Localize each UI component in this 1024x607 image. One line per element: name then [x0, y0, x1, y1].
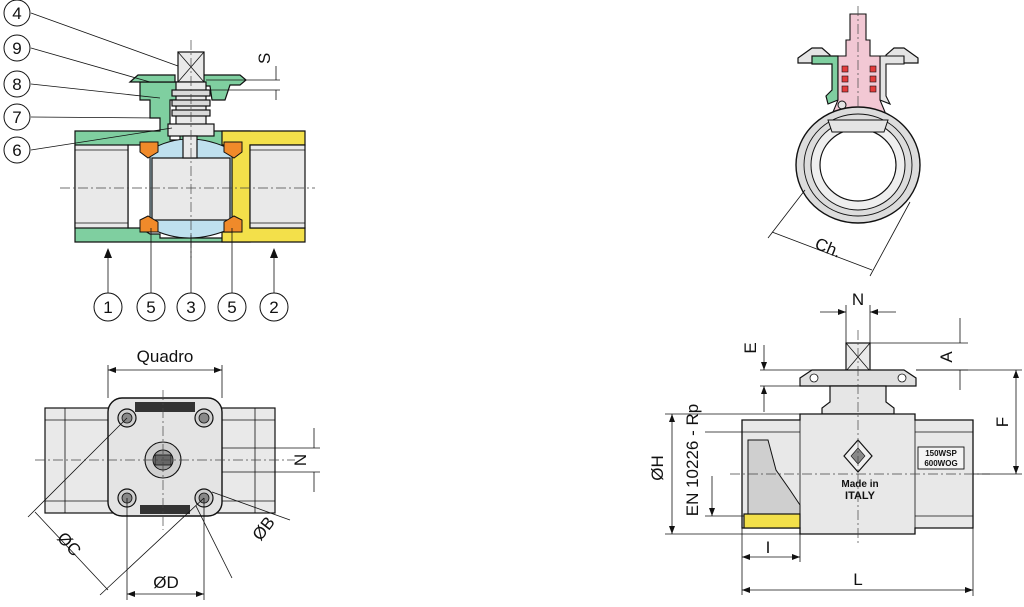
dim-b-label: ØB	[249, 513, 279, 544]
dim-f-label: F	[993, 417, 1012, 427]
callout-6-text: 6	[12, 141, 21, 160]
top-view: Quadro N ØC ØD ØB	[27, 347, 320, 600]
dim-h-label: ØH	[648, 455, 667, 481]
rating-2-text: 600WOG	[924, 459, 957, 468]
callout-8	[3, 70, 31, 98]
dim-a-label: A	[937, 351, 956, 363]
dim-rp-label: EN 10226 - Rp	[683, 404, 702, 516]
dim-d-label: ØD	[153, 573, 179, 592]
stem-tang	[182, 135, 198, 159]
callout-5-right-text: 5	[227, 298, 236, 317]
callout-3-text: 3	[186, 298, 195, 317]
rating-1-text: 150WSP	[925, 449, 957, 458]
body-port-left	[74, 144, 129, 229]
callout-4-text: 4	[12, 4, 21, 23]
callout-5-left-text: 5	[146, 298, 155, 317]
callout-5-right	[217, 292, 247, 322]
end-bore	[819, 128, 897, 202]
callout-5-left	[136, 292, 166, 322]
end-flange-green	[811, 55, 839, 105]
dim-n-top-label: N	[852, 290, 864, 309]
callout-3	[176, 292, 206, 322]
seal-part-5-top-right	[223, 141, 243, 159]
end-view: Ch.	[767, 6, 921, 277]
callout-9	[3, 34, 31, 62]
seal-part-5-top-left	[139, 141, 159, 159]
thread-lines	[75, 149, 305, 224]
dim-quadro-label: Quadro	[137, 347, 194, 366]
top-flange-notch	[135, 402, 195, 412]
made-in-text: Made in	[841, 479, 878, 490]
dim-l-label: L	[853, 570, 862, 589]
callout-7-text: 7	[12, 108, 21, 127]
callout-8-text: 8	[12, 75, 21, 94]
callout-9-text: 9	[12, 39, 21, 58]
seal-part-5-bottom-left	[139, 215, 159, 233]
callout-1-text: 1	[103, 298, 112, 317]
end-port-right	[249, 144, 306, 229]
section-view: S	[60, 40, 315, 258]
country-text: ITALY	[845, 490, 876, 502]
dim-e-label: E	[741, 342, 760, 353]
dim-n-side-label: N	[291, 454, 310, 466]
callouts: 4 9 8 7 6 1 5 3 5 2	[3, 0, 289, 322]
dim-i-label: I	[766, 538, 771, 557]
front-view: Made in ITALY 150WSP 600WOG N A F	[648, 290, 1022, 596]
callout-4	[3, 0, 31, 27]
callout-2	[259, 292, 289, 322]
callout-7	[3, 103, 31, 131]
callout-1	[93, 292, 123, 322]
dim-c-label: ØC	[53, 528, 84, 560]
seal-part-5-bottom-right	[223, 215, 243, 233]
callout-6	[3, 136, 31, 164]
dim-s-label: S	[255, 53, 274, 64]
front-yellow-end	[743, 513, 801, 529]
callout-2-text: 2	[269, 298, 278, 317]
